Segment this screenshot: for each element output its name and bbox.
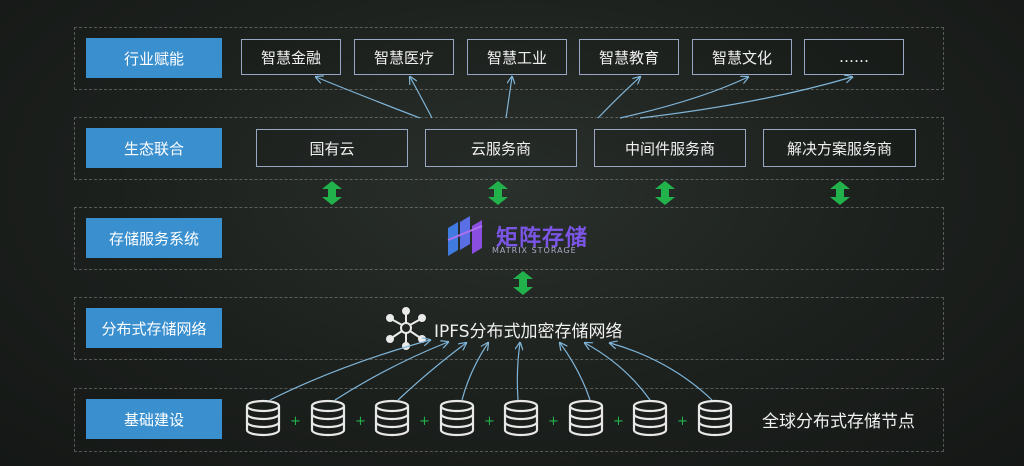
industry-box-culture: 智慧文化 [692,39,792,75]
industry-box-medical: 智慧医疗 [354,39,454,75]
nodes-to-network-links [269,340,713,401]
database-icon [374,399,410,437]
double-arrow-icon [488,181,508,205]
matrix-storage-logo-icon [447,216,483,256]
layer-tag-infrastructure: 基础建设 [86,399,222,439]
matrix-storage-logo-title: 矩阵存储 [496,226,589,251]
layer-tag-ecosystem: 生态联合 [86,128,222,168]
double-arrow-icon [513,271,533,295]
database-icon [439,399,475,437]
double-arrow-icon [655,181,675,205]
ecosystem-box-middleware: 中间件服务商 [594,129,746,167]
industry-box-finance: 智慧金融 [241,39,341,75]
plus-icon: + [355,414,366,429]
layer-frame-storage-service [74,207,944,270]
database-icon [310,399,346,437]
layer-frame-distributed-network [74,297,944,360]
plus-icon: + [613,414,624,429]
ecosystem-to-industry-links [316,77,852,119]
ecosystem-box-state-cloud: 国有云 [256,129,408,167]
layer-tag-storage-service: 存储服务系统 [86,218,222,258]
industry-box-industrial: 智慧工业 [467,39,567,75]
matrix-storage-logo-subtitle: MATRIX STORAGE [492,246,577,255]
plus-icon: + [290,414,301,429]
plus-icon: + [677,414,688,429]
plus-icon: + [548,414,559,429]
layer-frame-ecosystem [74,117,944,180]
storage-nodes-label: 全球分布式存储节点 [762,412,915,432]
database-icon [697,399,733,437]
layer-tag-industry: 行业赋能 [86,38,222,78]
database-icon [503,399,539,437]
plus-icon: + [484,414,495,429]
layer-tag-distributed-network: 分布式存储网络 [86,308,222,348]
ipfs-network-label: IPFS分布式加密存储网络 [434,322,623,342]
database-icon [568,399,604,437]
plus-icon: + [419,414,430,429]
layer-frame-industry [74,27,944,90]
layer-frame-infrastructure [74,388,944,452]
database-icon [632,399,668,437]
ecosystem-box-solutions: 解决方案服务商 [763,129,916,167]
double-arrow-icon [322,181,342,205]
double-arrow-icon [830,181,850,205]
plus-icons: + + + + + + + [290,414,688,429]
database-icon [245,399,281,437]
ecosystem-box-cloud-provider: 云服务商 [425,129,577,167]
industry-box-education: 智慧教育 [579,39,679,75]
